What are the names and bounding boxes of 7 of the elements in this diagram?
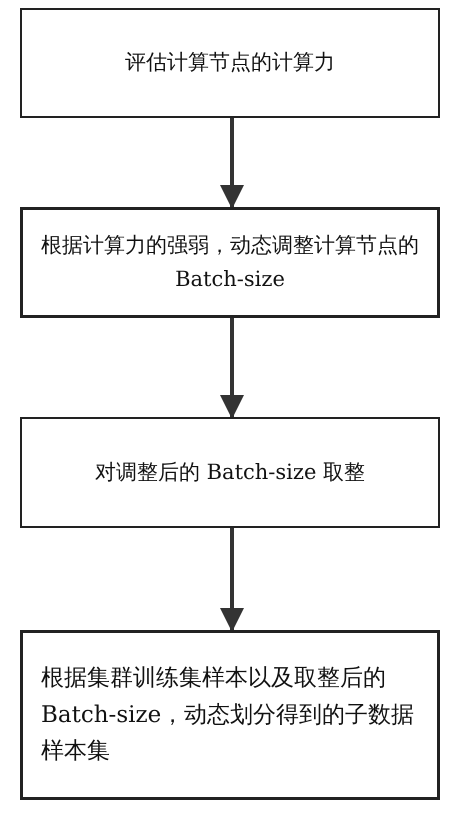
process-box: 根据集群训练集样本以及取整后的 Batch-size，动态划分得到的子数据样本集 — [20, 630, 440, 800]
arrow — [220, 528, 244, 632]
process-box: 对调整后的 Batch-size 取整 — [20, 417, 440, 528]
process-box: 评估计算节点的计算力 — [20, 8, 440, 118]
arrow — [220, 118, 244, 209]
process-box: 根据计算力的强弱，动态调整计算节点的 Batch-size — [20, 207, 440, 318]
arrow — [220, 318, 244, 419]
